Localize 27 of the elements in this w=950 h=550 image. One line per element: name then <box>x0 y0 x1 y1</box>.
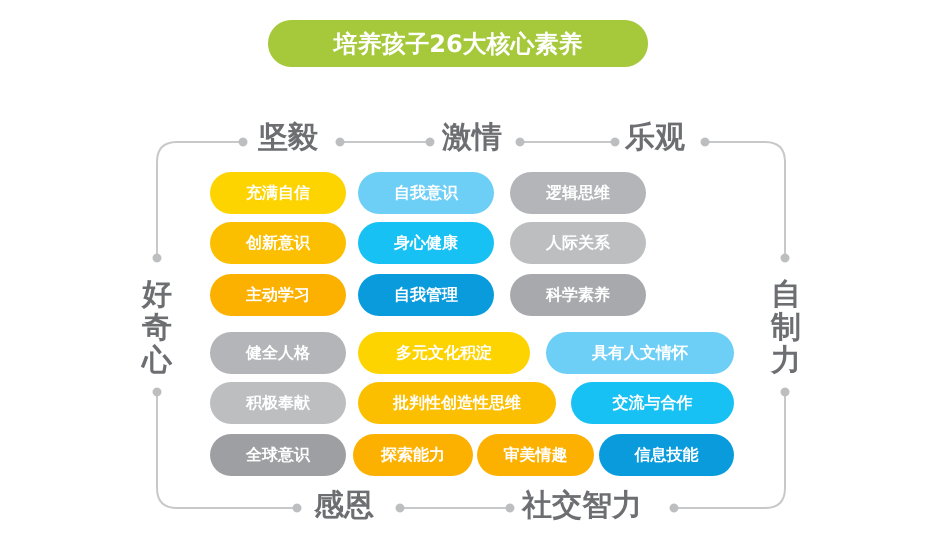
skill-pill: 自我意识 <box>358 172 494 214</box>
skill-pill: 科学素养 <box>510 274 646 316</box>
skill-pill: 交流与合作 <box>571 382 734 424</box>
trait-label: 激情 <box>442 120 502 156</box>
trait-label: 坚毅 <box>258 120 318 156</box>
skill-pill: 审美情趣 <box>477 434 594 476</box>
trait-label: 社交智力 <box>522 488 642 524</box>
skill-pill: 批判性创造性思维 <box>358 382 556 424</box>
trait-label: 感恩 <box>314 488 374 524</box>
title-banner: 培养孩子26大核心素养 <box>268 20 648 67</box>
trait-label: 乐观 <box>625 120 685 156</box>
skill-pill: 多元文化积淀 <box>358 332 530 374</box>
skill-pill: 创新意识 <box>210 222 346 264</box>
skill-pill: 自我管理 <box>358 274 494 316</box>
trait-label: 好奇心 <box>142 278 172 377</box>
skill-pill: 逻辑思维 <box>510 172 646 214</box>
skill-pill: 积极奉献 <box>210 382 346 424</box>
skill-pill: 探索能力 <box>353 434 473 476</box>
skill-pill: 全球意识 <box>210 434 346 476</box>
skill-pill: 人际关系 <box>510 222 646 264</box>
trait-label: 自制力 <box>771 278 801 377</box>
skill-pill: 信息技能 <box>599 434 734 476</box>
skill-pill: 具有人文情怀 <box>546 332 734 374</box>
skill-pill: 充满自信 <box>210 172 346 214</box>
skill-pill: 主动学习 <box>210 274 346 316</box>
skill-pill: 身心健康 <box>358 222 494 264</box>
skill-pill: 健全人格 <box>210 332 346 374</box>
